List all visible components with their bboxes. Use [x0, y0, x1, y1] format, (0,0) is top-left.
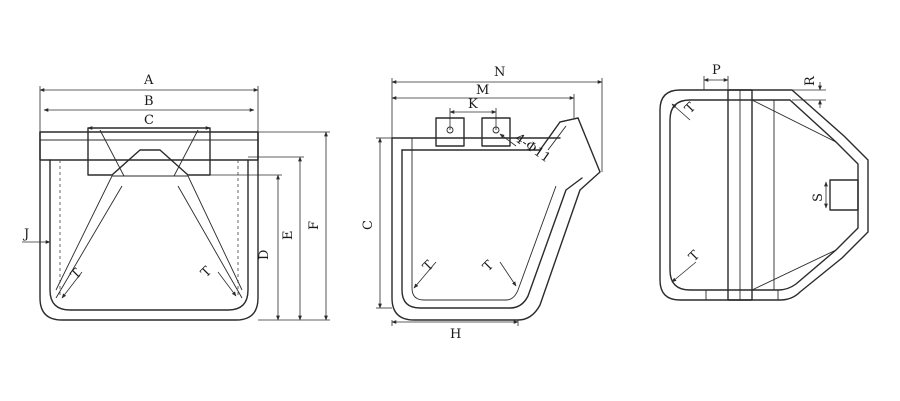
side-inner-profile	[401, 149, 583, 309]
front-top-rim	[39, 131, 259, 161]
side-outer-profile	[391, 117, 601, 321]
label-s: S	[811, 193, 826, 202]
label-hole: 4-Φ11	[512, 131, 553, 166]
front-inner-frame	[49, 159, 249, 311]
front-hopper	[87, 127, 211, 176]
label-p: P	[712, 63, 721, 78]
label-h: H	[450, 327, 461, 342]
label-m: M	[476, 83, 489, 98]
side-view: N M K 4-Φ11 C H T T	[361, 65, 603, 342]
label-b: B	[144, 94, 154, 109]
label-t-front-2: T	[198, 264, 215, 281]
label-t-top-2: T	[686, 248, 703, 265]
top-inner-profile	[669, 99, 859, 291]
label-t-top-1: T	[682, 100, 699, 117]
front-view: A B C D E F J T T	[22, 73, 330, 321]
top-spout	[829, 179, 859, 211]
label-f: F	[307, 221, 322, 230]
label-e: E	[281, 231, 296, 241]
label-j: J	[22, 227, 29, 242]
label-t-front-1: T	[68, 266, 85, 283]
front-outer-frame	[39, 131, 259, 321]
label-t-side-1: T	[420, 258, 437, 275]
top-view: P R S T T	[659, 63, 869, 301]
label-n: N	[494, 65, 505, 80]
label-a: A	[143, 73, 154, 88]
label-k: K	[468, 97, 478, 112]
label-t-side-2: T	[480, 258, 497, 275]
label-c: C	[144, 113, 154, 128]
label-c-side: C	[361, 220, 376, 230]
label-r: R	[803, 75, 818, 86]
top-outer-profile	[659, 89, 869, 301]
label-d: D	[257, 250, 272, 260]
